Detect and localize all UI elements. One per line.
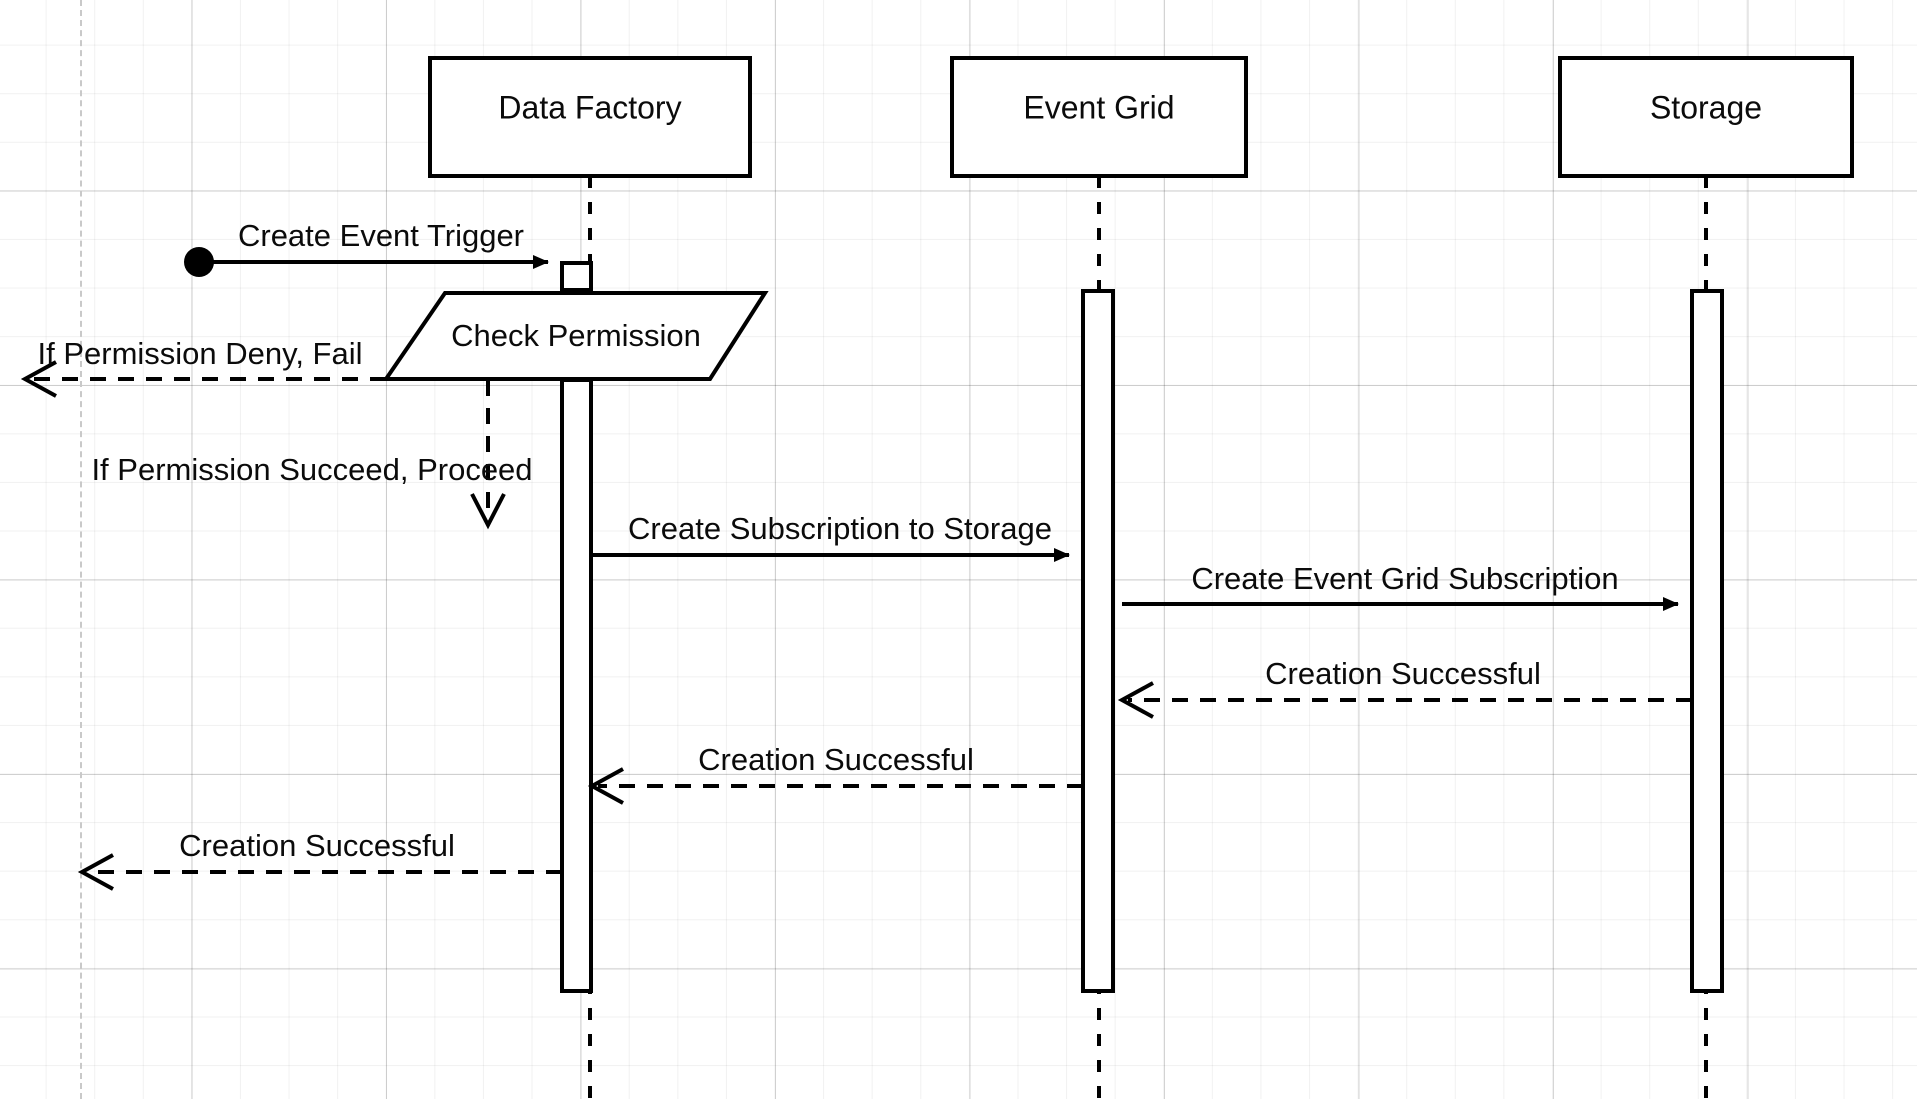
message-create-event-trigger[interactable]: Create Event Trigger	[184, 218, 549, 277]
activation-bars	[560, 261, 1724, 993]
message-creation-successful-datafactory-to-caller[interactable]: Creation Successful	[77, 828, 562, 891]
message-label-create-event-grid-subscription: Create Event Grid Subscription	[1191, 561, 1618, 596]
participant-storage[interactable]: Storage	[1558, 56, 1854, 178]
participant-label-event-grid: Event Grid	[1023, 89, 1174, 125]
open-arrowhead-down-succeed	[470, 493, 506, 530]
open-arrowhead-left-creation-2	[587, 767, 624, 805]
participant-box-event-grid[interactable]	[950, 56, 1248, 178]
lifelines	[588, 176, 1708, 1099]
message-create-subscription-to-storage[interactable]: Create Subscription to Storage	[592, 511, 1070, 562]
participant-box-storage[interactable]	[1558, 56, 1854, 178]
activation-event-grid-main[interactable]	[1081, 289, 1115, 993]
participant-box-data-factory[interactable]	[428, 56, 752, 178]
participant-label-storage: Storage	[1650, 89, 1762, 125]
message-label-creation-successful-2: Creation Successful	[698, 742, 974, 777]
message-label-permission-succeed-proceed: If Permission Succeed, Proceed	[91, 452, 532, 487]
open-arrowhead-left-deny	[20, 360, 57, 398]
decision-shape-check-permission[interactable]	[382, 291, 769, 381]
open-arrowhead-left-creation-3	[77, 853, 114, 891]
activation-storage-main[interactable]	[1690, 289, 1724, 993]
decision-label-check-permission: Check Permission	[451, 318, 701, 353]
participant-data-factory[interactable]: Data Factory	[428, 56, 752, 178]
message-label-creation-successful-3: Creation Successful	[179, 828, 455, 863]
participant-event-grid[interactable]: Event Grid	[950, 56, 1248, 178]
decision-check-permission[interactable]: Check Permission	[382, 291, 769, 381]
message-label-permission-deny-fail: If Permission Deny, Fail	[37, 336, 362, 371]
message-permission-succeed-proceed[interactable]: If Permission Succeed, Proceed	[91, 380, 533, 530]
message-create-event-grid-subscription[interactable]: Create Event Grid Subscription	[1122, 561, 1679, 611]
message-label-creation-successful-1: Creation Successful	[1265, 656, 1541, 691]
message-creation-successful-eventgrid-to-datafactory[interactable]: Creation Successful	[587, 742, 1083, 805]
activation-data-factory-main[interactable]	[560, 378, 593, 993]
participant-label-data-factory: Data Factory	[498, 89, 681, 125]
message-creation-successful-storage-to-eventgrid[interactable]: Creation Successful	[1117, 656, 1692, 719]
page-break-guide	[80, 0, 82, 1099]
message-label-create-subscription-to-storage: Create Subscription to Storage	[628, 511, 1052, 546]
message-label-create-event-trigger: Create Event Trigger	[238, 218, 524, 253]
open-arrowhead-left-creation-1	[1117, 681, 1154, 719]
message-permission-deny-fail[interactable]: If Permission Deny, Fail	[20, 336, 386, 398]
activation-data-factory-check[interactable]	[560, 261, 593, 292]
